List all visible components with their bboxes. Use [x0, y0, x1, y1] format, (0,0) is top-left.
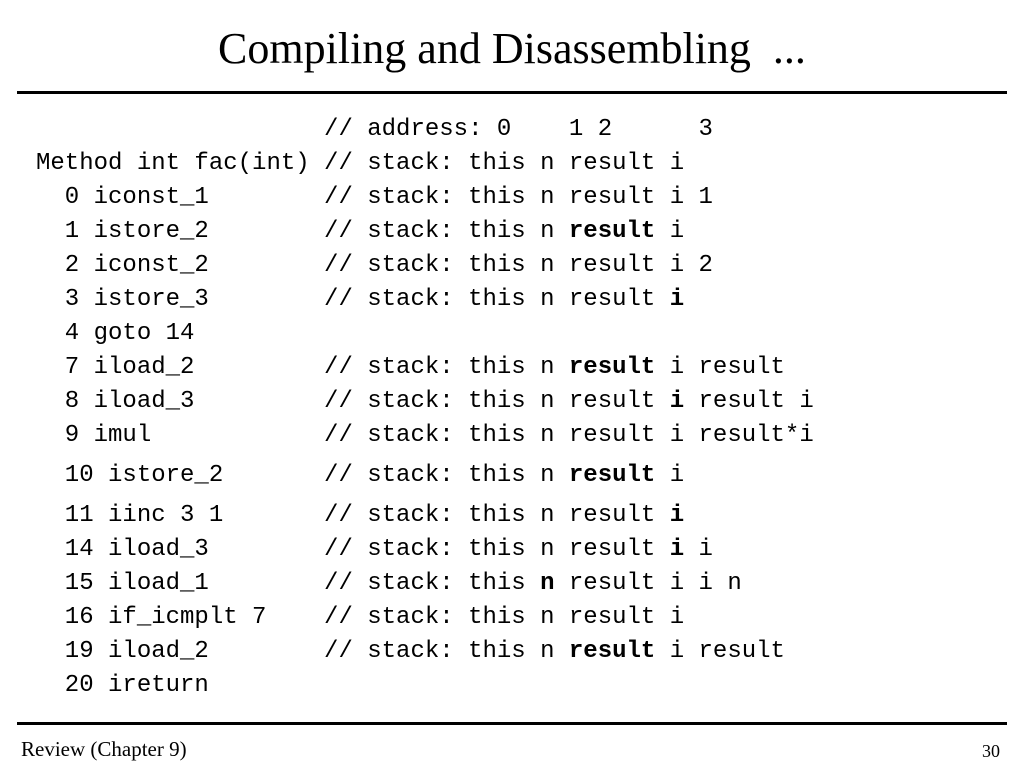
- code-line-19: 19 iload_2 // stack: this n result i res…: [36, 635, 1006, 669]
- code-line-3: 3 istore_3 // stack: this n result i: [36, 283, 1006, 317]
- code-text: 2 iconst_2 // stack: this n result i 2: [36, 252, 713, 279]
- highlighted-stack-slot: i: [669, 536, 685, 563]
- page-number: 30: [982, 741, 1000, 761]
- code-line-address-header: // address: 0 1 2 3: [36, 113, 1006, 147]
- code-text: i: [684, 536, 713, 563]
- code-line-8: 8 iload_3 // stack: this n result i resu…: [36, 385, 1006, 419]
- code-line-10: 10 istore_2 // stack: this n result i: [36, 459, 1006, 493]
- code-text: 4 goto 14: [36, 320, 195, 347]
- code-text: 1 istore_2 // stack: this n: [36, 218, 569, 245]
- code-text: 19 iload_2 // stack: this n: [36, 638, 569, 665]
- code-line-4: 4 goto 14: [36, 317, 1006, 351]
- code-text: // address: 0 1 2 3: [36, 116, 713, 143]
- title-divider: [17, 91, 1007, 94]
- code-text: 9 imul // stack: this n result i result*…: [36, 422, 814, 449]
- code-text: 15 iload_1 // stack: this: [36, 570, 541, 597]
- highlighted-stack-slot: result: [568, 354, 656, 381]
- code-text: 0 iconst_1 // stack: this n result i 1: [36, 184, 713, 211]
- footer-divider: [17, 722, 1007, 725]
- highlighted-stack-slot: i: [669, 502, 685, 529]
- code-text: result i: [684, 388, 814, 415]
- code-line-11: 11 iinc 3 1 // stack: this n result i: [36, 499, 1006, 533]
- code-line-1: 1 istore_2 // stack: this n result i: [36, 215, 1006, 249]
- bytecode-listing: // address: 0 1 2 3 Method int fac(int) …: [36, 113, 1006, 703]
- code-line-7: 7 iload_2 // stack: this n result i resu…: [36, 351, 1006, 385]
- footer-chapter-label: Review (Chapter 9): [21, 737, 187, 761]
- code-text: 14 iload_3 // stack: this n result: [36, 536, 670, 563]
- slide-title: Compiling and Disassembling ...: [218, 24, 806, 73]
- code-text: 20 ireturn: [36, 672, 209, 699]
- code-line-0: 0 iconst_1 // stack: this n result i 1: [36, 181, 1006, 215]
- code-line-20: 20 ireturn: [36, 669, 1006, 703]
- code-text: i result: [655, 638, 785, 665]
- code-text: result i i n: [554, 570, 742, 597]
- code-text: 10 istore_2 // stack: this n: [36, 462, 569, 489]
- code-text: i: [655, 462, 685, 489]
- code-line-14: 14 iload_3 // stack: this n result i i: [36, 533, 1006, 567]
- code-text: 11 iinc 3 1 // stack: this n result: [36, 502, 670, 529]
- code-line-15: 15 iload_1 // stack: this n result i i n: [36, 567, 1006, 601]
- code-text: 8 iload_3 // stack: this n result: [36, 388, 670, 415]
- code-line-2: 2 iconst_2 // stack: this n result i 2: [36, 249, 1006, 283]
- code-text: Method int fac(int) // stack: this n res…: [36, 150, 685, 177]
- highlighted-stack-slot: result: [568, 638, 656, 665]
- highlighted-stack-slot: i: [669, 286, 685, 313]
- code-text: 3 istore_3 // stack: this n result: [36, 286, 670, 313]
- highlighted-stack-slot: result: [568, 462, 656, 489]
- code-text: 7 iload_2 // stack: this n: [36, 354, 569, 381]
- highlighted-stack-slot: result: [568, 218, 656, 245]
- highlighted-stack-slot: n: [540, 570, 555, 597]
- code-line-16: 16 if_icmplt 7 // stack: this n result i: [36, 601, 1006, 635]
- code-line-9: 9 imul // stack: this n result i result*…: [36, 419, 1006, 453]
- code-text: i: [655, 218, 685, 245]
- code-text: i result: [655, 354, 785, 381]
- code-text: 16 if_icmplt 7 // stack: this n result i: [36, 604, 685, 631]
- code-line-method-signature: Method int fac(int) // stack: this n res…: [36, 147, 1006, 181]
- highlighted-stack-slot: i: [669, 388, 685, 415]
